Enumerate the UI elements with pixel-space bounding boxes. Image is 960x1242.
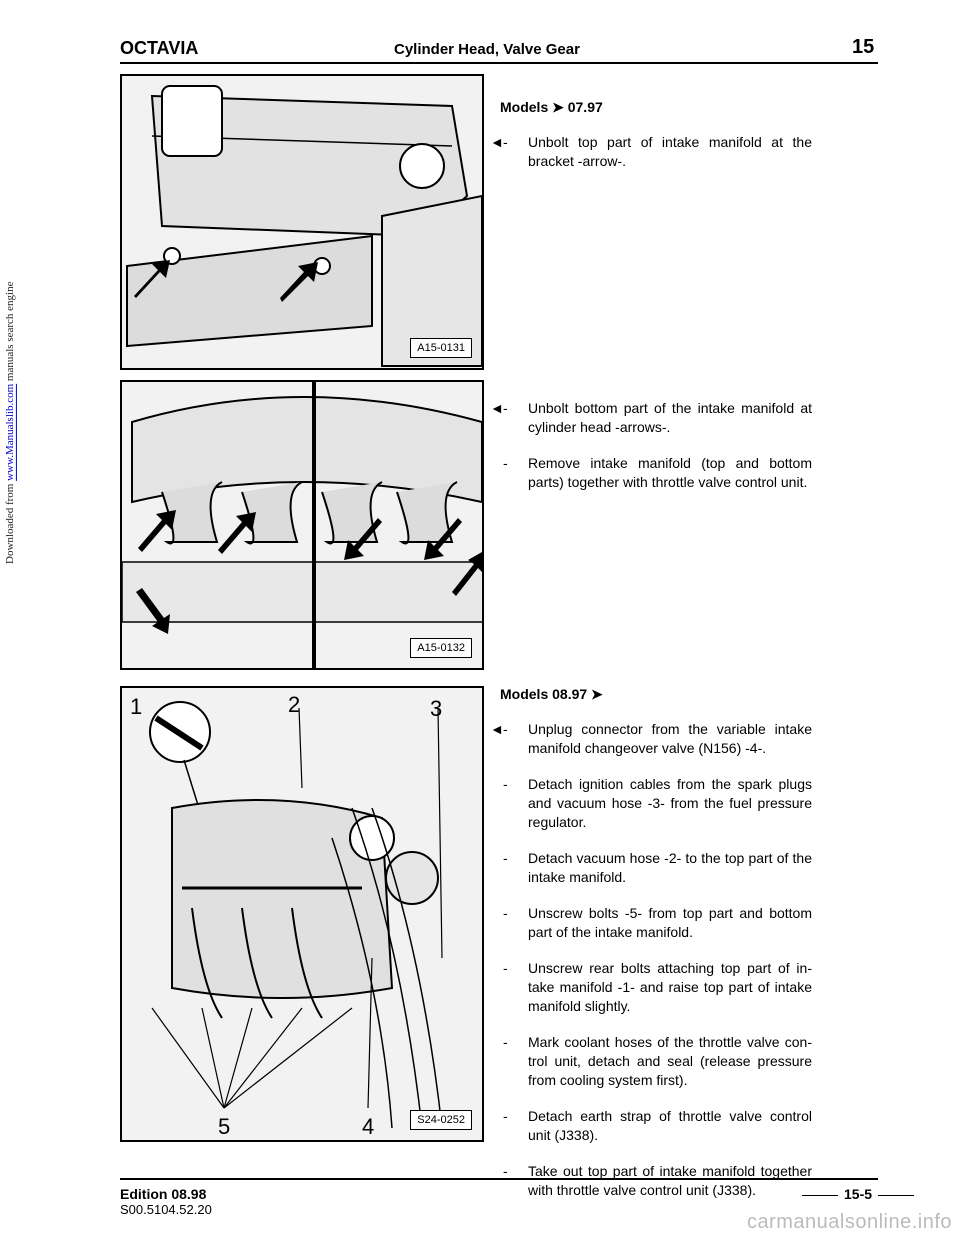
download-note: Downloaded from www.Manualslib.com manua… [4,4,16,564]
header-rule [120,62,878,64]
step-marker: - [490,775,526,794]
figure-pointer-icon: ◄ [490,400,504,416]
footer-rule [120,1178,878,1180]
step-marker: - [490,1033,526,1052]
step-text: Detach earth strap of throttle valve con… [528,1108,812,1143]
instruction-step: - Detach ignition cables from the spark … [500,775,812,832]
step-marker: ◄- [490,399,526,418]
download-note-suffix: manuals search engine [4,281,16,384]
step-dash: - [503,400,508,416]
step-dash: - [503,960,508,976]
figure-id-label: A15-0131 [410,338,472,358]
footer-edition: Edition 08.98 [120,1186,207,1202]
download-note-prefix: Downloaded from [4,480,16,564]
step-text: Unbolt bottom part of the intake manifol… [528,400,812,435]
footer-page-line-left [802,1194,838,1196]
step-text: Take out top part of intake manifold tog… [528,1163,812,1198]
step-text: Unplug connector from the variable intak… [528,721,812,756]
page-number-text: 15-5 [844,1186,873,1202]
step-dash: - [503,1163,508,1179]
instruction-step: - Remove intake manifold (top and bottom… [500,454,812,492]
instruction-step: - Detach vacuum hose -2- to the top part… [500,849,812,887]
step-dash: - [503,455,508,471]
watermark: carmanualsonline.info [746,1211,952,1233]
footer-page-line-right [878,1194,915,1196]
step-text: Unscrew rear bolts attaching top part of… [528,960,812,1014]
figure-drawing-1 [122,76,482,368]
header-chapter-number: 15 [852,36,875,58]
callout-5: 5 [218,1114,231,1139]
step-dash: - [503,776,508,792]
step-text: Detach vacuum hose -2- to the top part o… [528,850,812,885]
figure-pointer-icon: ◄ [490,134,504,150]
instructions-bottom-manifold: ◄- Unbolt bottom part of the intake mani… [490,399,812,492]
footer-doc-number: S00.5104.52.20 [120,1202,212,1217]
manualslib-link[interactable]: www.Manualslib.com [4,383,16,481]
footer-page-number: 15-5 [796,1186,920,1202]
section-heading: Models ➤ 07.97 [500,99,603,115]
header-model: OCTAVIA [120,38,199,58]
step-marker: - [490,454,526,473]
step-marker: - [490,1107,526,1126]
figure-pointer-icon: ◄ [490,721,504,737]
step-dash: - [503,1034,508,1050]
figure-id-label: S24-0252 [410,1110,472,1130]
section-heading: Models 08.97 ➤ [500,686,603,702]
instruction-step: ◄- Unbolt bottom part of the intake mani… [490,399,812,437]
header-section-title: Cylinder Head, Valve Gear [394,41,580,58]
step-text: Detach ignition cables from the spark pl… [528,776,812,830]
step-marker: ◄- [490,133,526,152]
callout-4: 4 [362,1114,375,1139]
callout-3: 3 [430,696,443,721]
step-dash: - [503,1108,508,1124]
figure-intake-manifold-overview: 1 2 3 4 5 S24-0252 [120,686,484,1142]
step-dash: - [503,905,508,921]
instruction-step: - Take out top part of intake manifold t… [500,1162,812,1200]
instructions-models-to-0797: Models ➤ 07.97 ◄- Unbolt top part of int… [490,98,812,171]
instructions-models-from-0897: Models 08.97 ➤ ◄- Unplug connector from … [490,685,812,1200]
step-text: Remove intake manifold (top and bottom p… [528,455,812,490]
step-text: Mark coolant hoses of the throttle valve… [528,1034,812,1088]
step-marker: ◄- [490,720,526,739]
step-marker: - [490,959,526,978]
step-text: Unbolt top part of intake manifold at th… [528,134,812,169]
figure-id-label: A15-0132 [410,638,472,658]
instruction-step: - Detach earth strap of throttle valve c… [500,1107,812,1145]
figure-intake-manifold-bracket: A15-0131 [120,74,484,370]
step-marker: - [490,849,526,868]
step-dash: - [503,721,508,737]
step-marker: - [490,1162,526,1181]
instruction-step: ◄- Unbolt top part of intake manifold at… [490,133,812,171]
figure-drawing-2 [122,382,482,668]
instruction-step: - Unscrew rear bolts attaching top part … [500,959,812,1016]
instruction-step: - Unscrew bolts -5- from top part and bo… [500,904,812,942]
figure-drawing-3 [122,688,482,1140]
instruction-step: ◄- Unplug connector from the variable in… [490,720,812,758]
callout-2: 2 [288,692,301,717]
step-dash: - [503,850,508,866]
step-marker: - [490,904,526,923]
step-text: Unscrew bolts -5- from top part and bott… [528,905,812,940]
instruction-step: - Mark coolant hoses of the throttle val… [500,1033,812,1090]
callout-1: 1 [130,694,143,719]
step-dash: - [503,134,508,150]
figure-intake-manifold-bottom: A15-0132 [120,380,484,670]
